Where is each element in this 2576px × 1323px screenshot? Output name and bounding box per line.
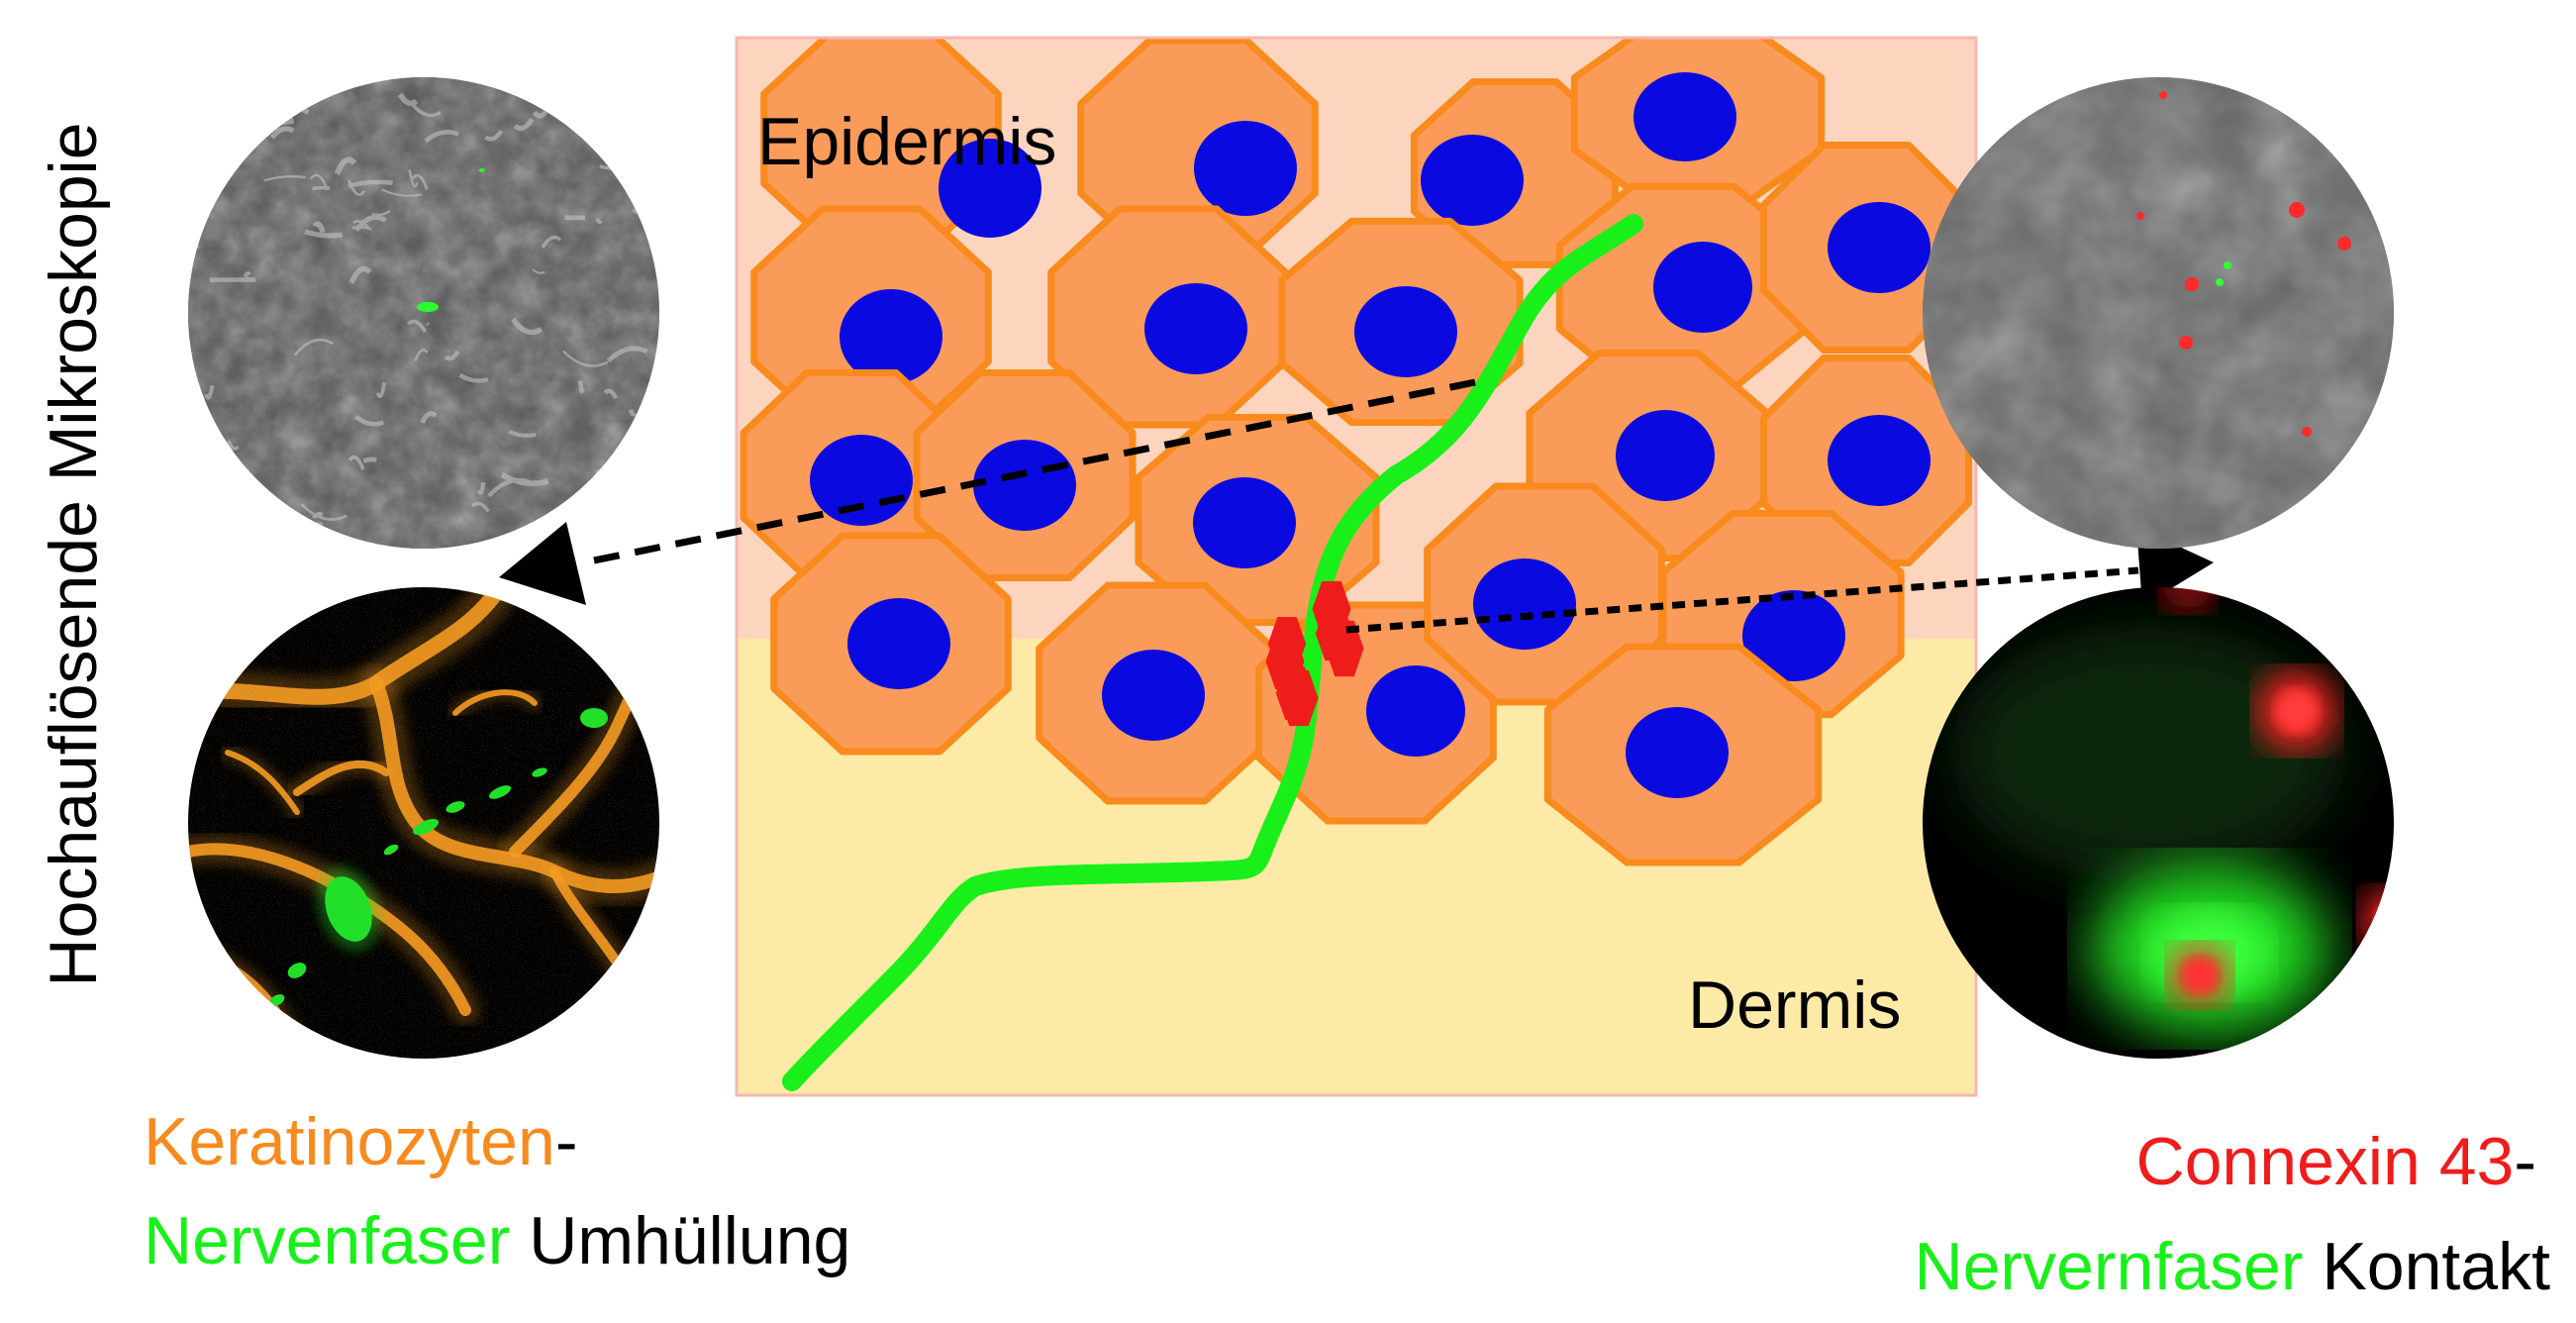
connexin-43-marker [1279, 669, 1319, 727]
cell-nucleus [1626, 707, 1729, 798]
nerve-fiber-term: Nervenfaser [144, 1203, 510, 1278]
tissue-diagram [737, 38, 1976, 1095]
keratinocyte-term: Keratinozyten [144, 1104, 555, 1179]
nerve-fiber [782, 214, 1643, 1091]
nerve-fiber-path [782, 214, 1643, 1091]
green-fiber-dot [417, 302, 439, 312]
nerve-fiber-term-right: Nervernfaser [1914, 1229, 2303, 1304]
cell-nucleus [1193, 477, 1296, 568]
hyphen: - [2514, 1124, 2536, 1199]
micrograph-bottom-left [188, 587, 659, 1059]
contact-term: Kontakt [2304, 1229, 2551, 1304]
cell-nucleus [973, 440, 1076, 531]
cell-nucleus [1828, 202, 1931, 293]
cell-nucleus [1144, 283, 1247, 374]
cell-nucleus [1742, 590, 1845, 681]
connexin-43-markers [1265, 580, 1364, 727]
dashed-arrow-left [583, 378, 1476, 566]
diagram-border [735, 36, 1978, 1097]
cell-nucleus [1828, 415, 1931, 506]
cell-nucleus [847, 598, 950, 689]
cell-nucleus [1421, 135, 1524, 226]
cell-nucleus [1366, 665, 1465, 757]
cell-nucleus [1354, 286, 1457, 377]
cell-nucleus [1194, 121, 1297, 216]
caption-left-line2: Nervenfaser Umhüllung [144, 1203, 850, 1278]
dotted-arrow-right [1345, 566, 2139, 634]
side-title: Hochauflösende Mikroskopie [36, 122, 111, 986]
caption-left-line1: Keratinozyten- [144, 1104, 577, 1179]
cell-nucleus [810, 435, 913, 526]
arrowhead-left-icon [499, 522, 586, 605]
caption-right-line2: Nervernfaser Kontakt [1914, 1229, 2550, 1304]
keratinocyte-cells [740, 38, 1972, 866]
hyphen: - [555, 1104, 578, 1179]
caption-right-line1: Connexin 43- [2136, 1124, 2537, 1199]
enclosure-term: Umhüllung [510, 1203, 850, 1278]
micrograph-top-right [1923, 77, 2394, 549]
cell-nucleus [840, 289, 942, 384]
cell-nucleus [1616, 410, 1715, 501]
dermis-label: Dermis [1688, 967, 1901, 1043]
connexin-term: Connexin 43 [2136, 1124, 2515, 1199]
cell-nucleus [939, 139, 1041, 238]
epidermis-label: Epidermis [757, 104, 1056, 179]
cell-nucleus [1634, 72, 1736, 161]
cell-nucleus [1102, 650, 1205, 741]
cell-nucleus [1473, 559, 1576, 650]
connexin-43-marker [1325, 620, 1364, 677]
micrograph-top-left [188, 77, 659, 549]
cell-nucleus [1653, 242, 1752, 333]
micrograph-bottom-right [1923, 587, 2394, 1059]
